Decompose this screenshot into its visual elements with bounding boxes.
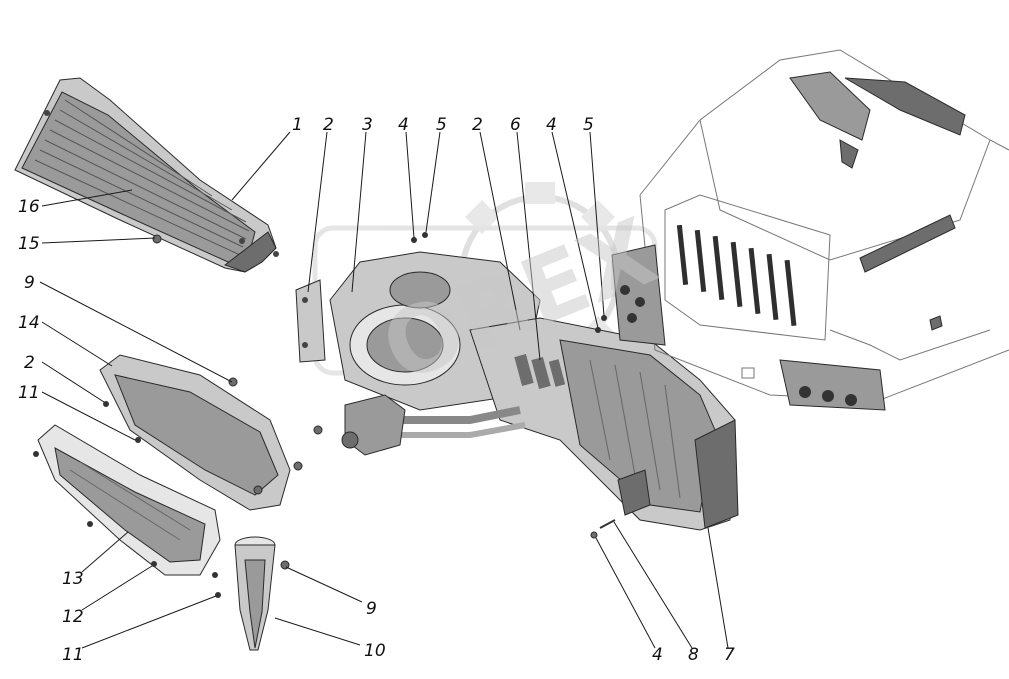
callout-16: 16 (18, 197, 40, 217)
callout-labels: 1 2 3 4 5 2 6 4 5 16 15 9 14 2 11 13 12 … (18, 115, 735, 665)
callout-2: 2 (24, 353, 35, 373)
callout-5: 5 (436, 115, 447, 135)
callout-11: 11 (18, 383, 40, 403)
callout-4: 4 (546, 115, 557, 135)
callout-12: 12 (62, 607, 84, 627)
heater-unit-assembly (295, 232, 739, 531)
callout-4: 4 (652, 645, 663, 665)
air-duct-upper-part-14 (99, 354, 303, 511)
callout-1: 1 (292, 115, 303, 135)
callout-5: 5 (583, 115, 594, 135)
callout-3: 3 (362, 115, 373, 135)
callout-2: 2 (323, 115, 334, 135)
leader-lines (39, 131, 729, 649)
truck-cab-front (611, 49, 1009, 411)
callout-6: 6 (510, 115, 521, 135)
air-nozzle-part-10 (215, 536, 290, 651)
fasteners-bottom (590, 519, 616, 539)
screw-part-15 (152, 234, 162, 244)
callout-11: 11 (62, 645, 84, 665)
callout-2: 2 (472, 115, 483, 135)
callout-14: 14 (18, 313, 40, 333)
callout-13: 13 (62, 569, 84, 589)
callout-9: 9 (24, 273, 35, 293)
callout-10: 10 (364, 641, 386, 661)
callout-7: 7 (724, 645, 735, 665)
callout-4: 4 (398, 115, 409, 135)
callout-15: 15 (18, 234, 40, 254)
cowl-grille-part-1 (14, 77, 279, 273)
callout-9: 9 (366, 599, 377, 619)
callout-8: 8 (688, 645, 699, 665)
air-duct-lower-part-13 (33, 424, 221, 578)
